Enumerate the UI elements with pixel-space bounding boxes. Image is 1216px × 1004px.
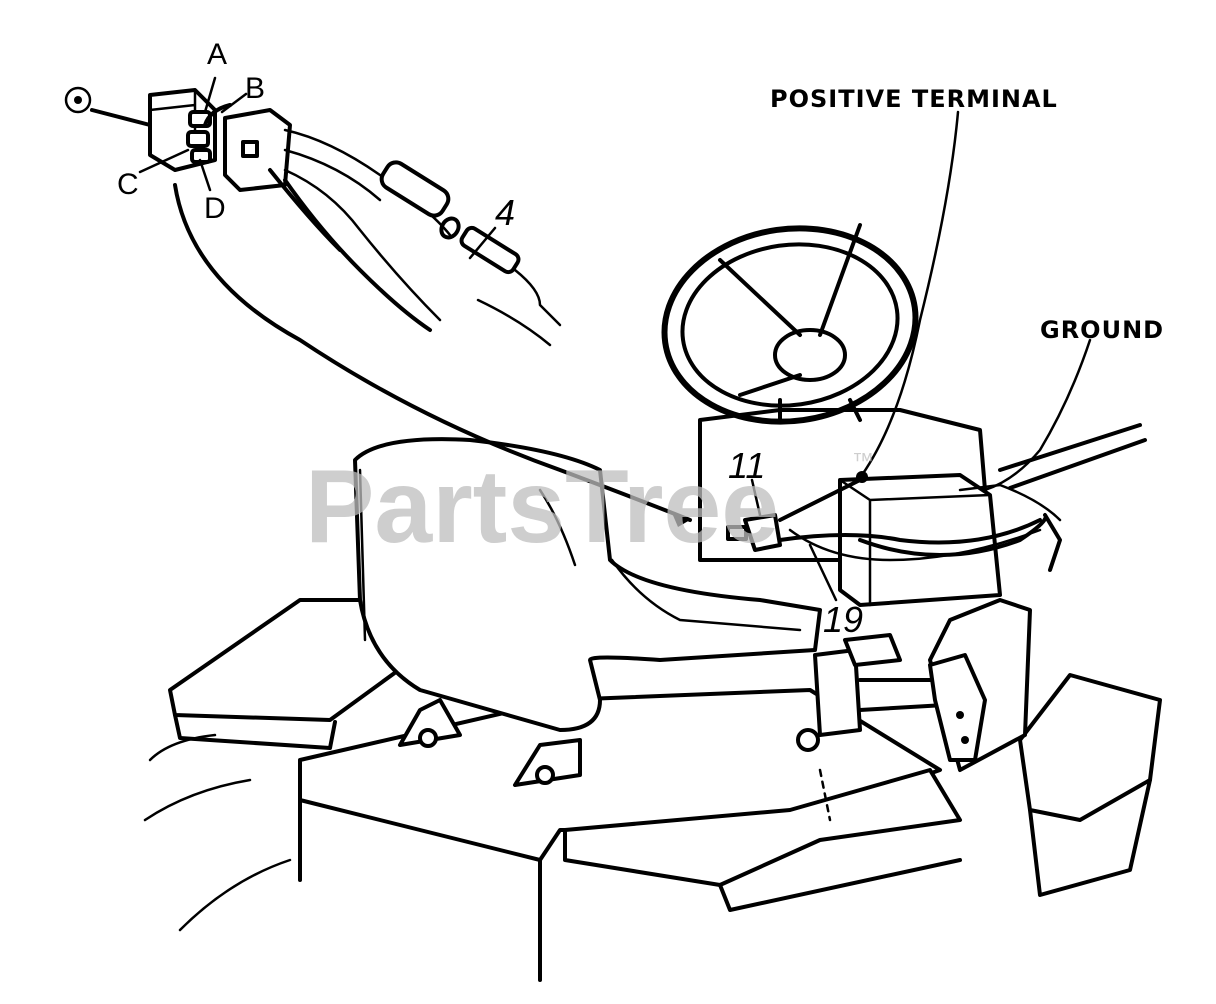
label-ref-11: 11 [728,445,765,486]
lift-linkage [796,633,987,822]
label-positive-terminal: POSITIVE TERMINAL [770,85,1058,113]
coil-cable [858,513,1062,572]
steering-wheel-icon [661,223,919,425]
positive-terminal-leader [860,110,960,477]
ground-leader [983,338,1092,492]
label-ref-4: 4 [495,192,515,233]
seat-icon [353,437,822,787]
dash-switch [726,478,1042,562]
label-d: D [204,192,226,225]
label-ground: GROUND [1040,316,1164,344]
switch-plug-icon [64,86,292,192]
ref-4-leader [468,226,497,260]
watermark: PartsTree [305,449,779,565]
harness-wires [173,128,692,527]
watermark-trademark: ™ [852,448,874,473]
label-c: C [117,168,139,201]
ref-11-leader [750,478,762,517]
label-b: B [245,72,265,105]
label-a: A [207,38,227,71]
label-ref-19: 19 [823,599,863,640]
ref-19-leader [808,543,838,602]
